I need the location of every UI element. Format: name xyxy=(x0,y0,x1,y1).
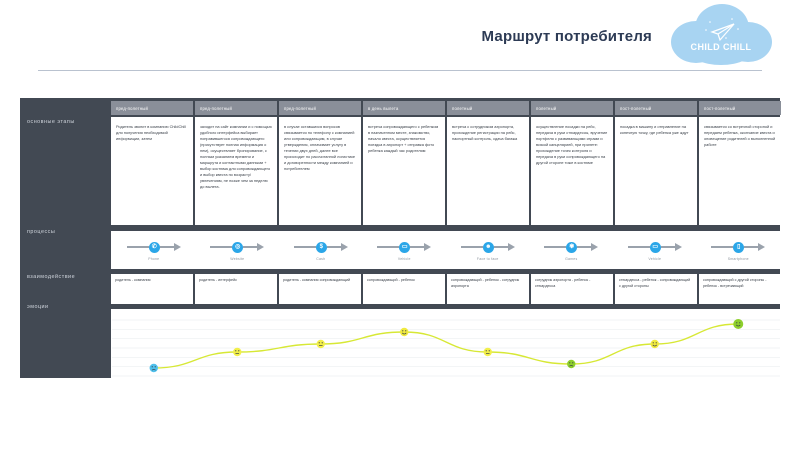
row-label-processes: процессы xyxy=(27,229,56,235)
interaction-7: стюардесса - ребенок - сопровождающий с … xyxy=(615,274,697,304)
process-line-left xyxy=(126,246,149,248)
brand-name: CHILD CHILL xyxy=(690,42,752,52)
process-step-6: ✾ Games xyxy=(530,232,614,268)
process-step-4: ▭ Vehicle xyxy=(363,232,447,268)
process-line-left xyxy=(377,246,400,248)
stage-header-4: в день вылета xyxy=(363,101,445,115)
stage-description-1: Родитель звонит в компанию ChildChill дл… xyxy=(111,117,193,225)
process-line-left xyxy=(711,246,734,248)
vehicle-icon: ▭ xyxy=(649,241,661,253)
emotion-marker-neutral xyxy=(233,347,242,357)
face-to-face-icon: ☻ xyxy=(482,241,494,253)
interaction-4: сопровождающий - ребенок xyxy=(363,274,445,304)
process-label-6: Games xyxy=(565,257,578,261)
emotion-marker-smile xyxy=(400,327,409,337)
interaction-2: родитель - интерфейс xyxy=(195,274,277,304)
header-divider xyxy=(38,70,762,71)
process-step-3: $ Cash xyxy=(279,232,363,268)
process-label-5: Face to face xyxy=(476,257,499,261)
row-label-interaction: взаимодействие xyxy=(27,274,76,280)
vehicle-icon: ▭ xyxy=(399,241,411,253)
process-step-2: ◎ Website xyxy=(196,232,280,268)
process-arrow-icon xyxy=(591,243,599,251)
process-line-left xyxy=(293,246,316,248)
process-line-right xyxy=(159,246,174,248)
stage-header-2: пред-полетный xyxy=(195,101,277,115)
process-line-right xyxy=(660,246,675,248)
process-row: ✆ Phone ◎ Website $ Cash ▭ Vehicle ☻ Face to face… xyxy=(111,231,781,269)
interaction-3: родитель - компания сопровождающий xyxy=(279,274,361,304)
page-title: Маршрут потребителя xyxy=(481,28,652,45)
process-arrow-icon xyxy=(674,243,682,251)
process-line-left xyxy=(210,246,233,248)
bottom-bar xyxy=(0,434,800,450)
process-arrow-icon xyxy=(424,243,432,251)
interaction-5: сопровождающий - ребенок - сотрудник аэр… xyxy=(447,274,529,304)
process-arrow-icon xyxy=(173,243,181,251)
process-line-left xyxy=(627,246,650,248)
process-step-8: ▯ Smartphone xyxy=(697,232,781,268)
process-line-right xyxy=(577,246,592,248)
interaction-1: родитель - компания xyxy=(111,274,193,304)
stage-description-4: встреча сопровождающего с ребенком в наз… xyxy=(363,117,445,225)
website-icon: ◎ xyxy=(232,241,244,253)
process-line-left xyxy=(544,246,567,248)
emotion-marker-neutral xyxy=(316,339,325,349)
process-step-5: ☻ Face to face xyxy=(446,232,530,268)
emotion-chart xyxy=(111,309,781,387)
emotion-marker-happy xyxy=(733,319,744,329)
stage-header-3: пред-полетный xyxy=(279,101,361,115)
cash-icon: $ xyxy=(315,241,327,253)
emotion-marker-sad xyxy=(149,363,158,373)
stage-description-6: осуществление посадки на рейс, передача … xyxy=(531,117,613,225)
stage-description-7: посадка в машину и отправление на конечн… xyxy=(615,117,697,225)
emotion-marker-worried xyxy=(567,359,576,369)
stage-description-row: Родитель звонит в компанию ChildChill дл… xyxy=(111,117,781,225)
phone-icon: ✆ xyxy=(148,241,160,253)
games-icon: ✾ xyxy=(566,241,578,253)
paper-plane-icon xyxy=(710,23,735,42)
process-arrow-icon xyxy=(257,243,265,251)
row-label-emotions: эмоции xyxy=(27,304,49,310)
process-arrow-icon xyxy=(758,243,766,251)
process-line-right xyxy=(243,246,258,248)
process-label-7: Vehicle xyxy=(648,257,662,261)
stage-description-2: заходит на сайт компании и с помощью удо… xyxy=(195,117,277,225)
process-label-1: Phone xyxy=(148,257,160,261)
process-line-right xyxy=(744,246,759,248)
stage-header-1: пред-полетный xyxy=(111,101,193,115)
process-arrow-icon xyxy=(507,243,515,251)
stage-description-5: встреча с сотрудником аэропорта, прохожд… xyxy=(447,117,529,225)
stage-description-8: связывается со встречной стороной и пере… xyxy=(699,117,781,225)
brand-logo: CHILD CHILL xyxy=(660,2,782,68)
process-arrow-icon xyxy=(340,243,348,251)
smartphone-icon: ▯ xyxy=(733,241,745,253)
row-label-stages: основные этапы xyxy=(27,119,75,125)
journey-map: основные этапы процессы взаимодействие э… xyxy=(20,98,781,387)
process-label-4: Vehicle xyxy=(397,257,411,261)
process-label-8: Smartphone xyxy=(727,257,749,261)
emotion-marker-neutral xyxy=(483,347,492,357)
stage-header-6: полетный xyxy=(531,101,613,115)
stage-header-5: полетный xyxy=(447,101,529,115)
stage-header-8: пост-полетный xyxy=(699,101,781,115)
process-label-2: Website xyxy=(230,257,245,261)
process-label-3: Cash xyxy=(316,257,326,261)
interaction-8: сопровождающий с другой стороны - ребено… xyxy=(699,274,781,304)
slide-header: Маршрут потребителя C xyxy=(0,0,800,72)
process-step-1: ✆ Phone xyxy=(112,232,196,268)
emotion-marker-smile xyxy=(650,339,659,349)
process-line-right xyxy=(326,246,341,248)
stage-header-7: пост-полетный xyxy=(615,101,697,115)
interaction-6: сотрудник аэропорта - ребенок - стюардес… xyxy=(531,274,613,304)
process-line-left xyxy=(460,246,483,248)
process-step-7: ▭ Vehicle xyxy=(613,232,697,268)
emotion-line xyxy=(153,323,739,369)
process-line-right xyxy=(410,246,425,248)
process-line-right xyxy=(493,246,508,248)
stage-description-3: в случае оставшихся вопросов связывается… xyxy=(279,117,361,225)
